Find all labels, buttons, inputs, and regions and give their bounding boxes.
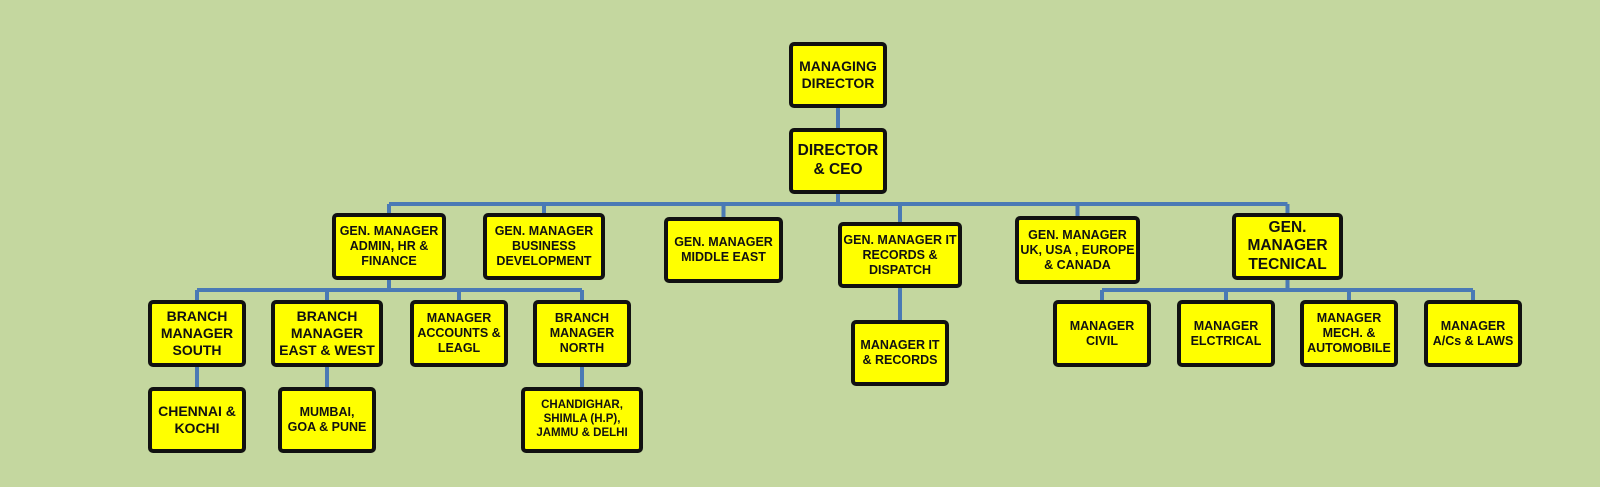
node-manager-mech-automobile: MANAGER MECH. & AUTOMOBILE [1300,300,1398,367]
node-chandighar-shimla-jammu-delhi: CHANDIGHAR, SHIMLA (H.P), JAMMU & DELHI [521,387,643,453]
node-gm-uk-usa-europe-canada: GEN. MANAGER UK, USA , EUROPE & CANADA [1015,216,1140,284]
node-manager-acs-laws: MANAGER A/Cs & LAWS [1424,300,1522,367]
node-director-ceo: DIRECTOR & CEO [789,128,887,194]
node-branch-manager-east-west: BRANCH MANAGER EAST & WEST [271,300,383,367]
node-gm-technical: GEN. MANAGER TECNICAL [1232,213,1343,280]
node-mumbai-goa-pune: MUMBAI, GOA & PUNE [278,387,376,453]
node-branch-manager-north: BRANCH MANAGER NORTH [533,300,631,367]
node-manager-electrical: MANAGER ELCTRICAL [1177,300,1275,367]
node-gm-business-development: GEN. MANAGER BUSINESS DEVELOPMENT [483,213,605,280]
node-manager-civil: MANAGER CIVIL [1053,300,1151,367]
node-manager-accounts-legal: MANAGER ACCOUNTS & LEAGL [410,300,508,367]
node-gm-it-records-dispatch: GEN. MANAGER IT RECORDS & DISPATCH [838,222,962,288]
node-manager-it-records: MANAGER IT & RECORDS [851,320,949,386]
node-gm-admin-hr-finance: GEN. MANAGER ADMIN, HR & FINANCE [332,213,446,280]
node-managing-director: MANAGING DIRECTOR [789,42,887,108]
node-branch-manager-south: BRANCH MANAGER SOUTH [148,300,246,367]
node-chennai-kochi: CHENNAI & KOCHI [148,387,246,453]
node-gm-middle-east: GEN. MANAGER MIDDLE EAST [664,217,783,283]
